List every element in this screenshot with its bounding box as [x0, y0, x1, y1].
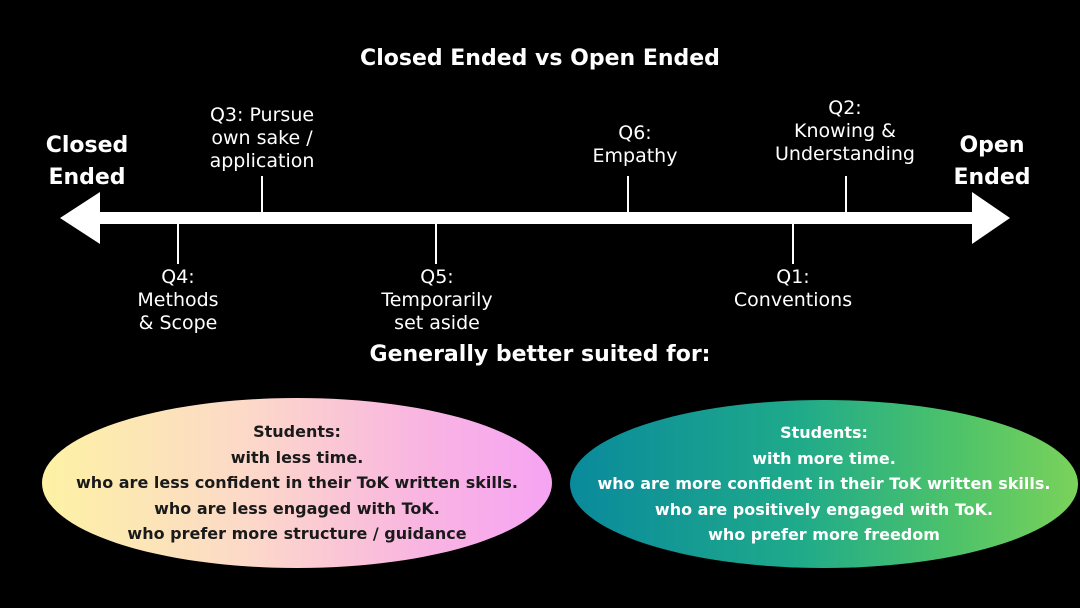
- open-students-line: who prefer more freedom: [708, 525, 940, 545]
- right-arrowhead: [972, 192, 1010, 244]
- tick-q2: [845, 176, 847, 212]
- closed-students-line: Students:: [253, 422, 341, 442]
- question-label-q4: Q4: Methods & Scope: [137, 266, 219, 334]
- closed-students-line: who are less engaged with ToK.: [154, 498, 440, 518]
- question-label-q2: Q2: Knowing & Understanding: [775, 97, 915, 165]
- question-label-q3: Q3: Pursue own sake / application: [209, 104, 315, 172]
- closed-ended-label: Closed Ended: [45, 133, 129, 190]
- left-arrowhead: [60, 192, 100, 244]
- tick-q1: [792, 224, 794, 264]
- open-ended-students-ellipse: Students: with more time. who are more c…: [570, 400, 1078, 568]
- open-students-line: who are positively engaged with ToK.: [654, 499, 994, 519]
- tick-q5: [435, 224, 437, 264]
- tick-q3: [261, 176, 263, 212]
- closed-students-line: who are less confident in their ToK writ…: [76, 473, 518, 493]
- closed-students-line: who prefer more structure / guidance: [127, 524, 467, 544]
- open-students-line: Students:: [780, 423, 868, 443]
- open-students-line: who are more confident in their ToK writ…: [597, 474, 1051, 494]
- tick-q6: [627, 176, 629, 212]
- open-students-line: with more time.: [752, 448, 896, 468]
- question-label-q1: Q1: Conventions: [733, 266, 853, 311]
- closed-students-line: with less time.: [230, 447, 364, 467]
- tick-q4: [177, 224, 179, 264]
- axis-line: [92, 212, 982, 224]
- closed-ended-students-ellipse: Students: with less time. who are less c…: [42, 398, 552, 568]
- question-label-q6: Q6: Empathy: [592, 122, 678, 167]
- diagram-title: Closed Ended vs Open Ended: [360, 46, 720, 71]
- open-ended-label: Open Ended: [953, 133, 1031, 190]
- question-label-q5: Q5: Temporarily set aside: [381, 266, 493, 334]
- suited-for-heading: Generally better suited for:: [369, 342, 711, 367]
